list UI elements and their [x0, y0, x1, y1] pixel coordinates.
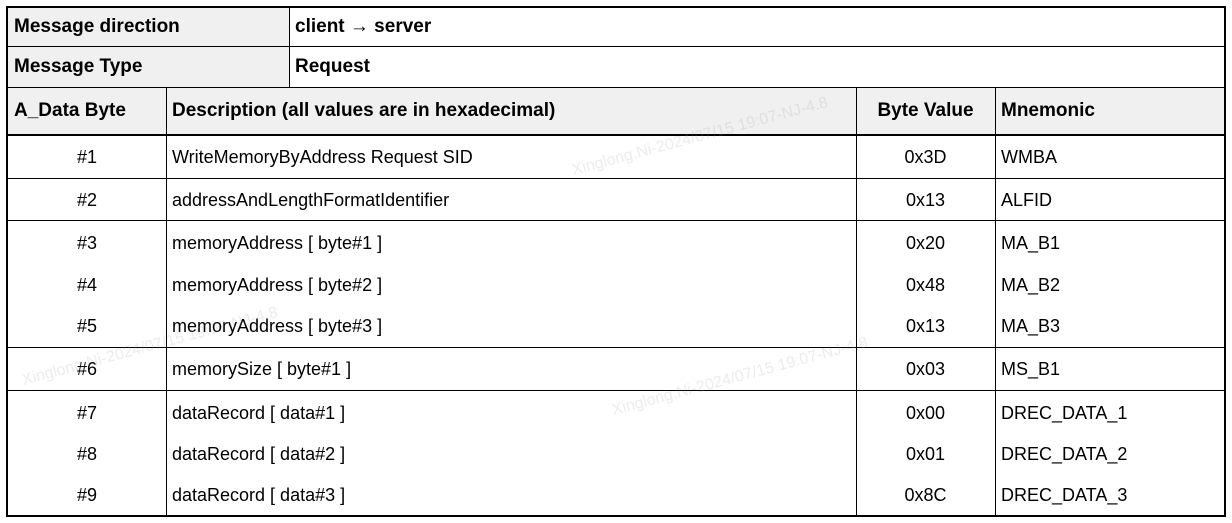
- table-row: #3 memoryAddress [ byte#1 ] 0x20 MA_B1: [8, 222, 1224, 264]
- description-cell: memoryAddress [ byte#3 ]: [172, 316, 383, 336]
- description-cell: dataRecord [ data#1 ]: [172, 402, 346, 423]
- col-header-description: Description (all values are in hexadecim…: [166, 88, 856, 134]
- mnemonic-cell: ALFID: [1001, 189, 1053, 210]
- description-cell: dataRecord [ data#2 ]: [172, 444, 346, 464]
- mnemonic-cell: MA_B1: [1001, 232, 1061, 253]
- byte-value-cell: 0x01: [905, 444, 946, 464]
- byte-value-cell: 0x20: [905, 232, 946, 253]
- message-type-row: Message Type Request: [8, 47, 1224, 87]
- column-header-row: A_Data Byte Description (all values are …: [8, 88, 1224, 134]
- table-row: #2 addressAndLengthFormatIdentifier 0x13 AL…: [8, 180, 1224, 220]
- col-header-byte: A_Data Byte: [8, 88, 166, 134]
- col-header-value: Byte Value: [856, 88, 995, 134]
- mnemonic-cell: DREC_DATA_2: [1001, 444, 1128, 464]
- message-direction-value: client → server: [295, 16, 432, 37]
- description-cell: dataRecord [ data#3 ]: [172, 484, 346, 505]
- table-row: #4 memoryAddress [ byte#2 ] 0x48 MA_B2: [8, 264, 1224, 306]
- table-row: #1 WriteMemoryByAddress Request SID 0x3D WM…: [8, 136, 1224, 178]
- message-type-label: Message Type: [8, 47, 289, 87]
- byte-value-cell: 0x8C: [904, 484, 947, 505]
- byte-cell: #4: [76, 274, 98, 295]
- byte-cell: #8: [76, 444, 98, 464]
- byte-cell: #9: [76, 484, 98, 505]
- description-cell: memoryAddress [ byte#1 ]: [172, 232, 383, 253]
- table-row: #8 dataRecord [ data#2 ] 0x01 DREC_DATA_2: [8, 434, 1224, 475]
- byte-cell: #5: [76, 316, 98, 336]
- mnemonic-cell: MA_B3: [1001, 316, 1061, 336]
- message-type-value: Request: [295, 56, 370, 77]
- byte-cell: #7: [76, 402, 98, 423]
- table-row: #6 memorySize [ byte#1 ] 0x03 MS_B1: [8, 349, 1224, 390]
- byte-value-cell: 0x00: [905, 402, 946, 423]
- mnemonic-cell: DREC_DATA_1: [1001, 402, 1128, 423]
- description-cell: WriteMemoryByAddress Request SID: [172, 146, 473, 167]
- mnemonic-cell: DREC_DATA_3: [1001, 484, 1128, 505]
- mnemonic-cell: MA_B2: [1001, 274, 1061, 295]
- mnemonic-cell: MS_B1: [1001, 359, 1061, 379]
- byte-value-cell: 0x03: [905, 359, 946, 379]
- description-cell: memorySize [ byte#1 ]: [172, 359, 352, 379]
- byte-cell: #6: [76, 359, 98, 379]
- byte-value-cell: 0x13: [905, 316, 946, 336]
- message-direction-label: Message direction: [8, 8, 289, 46]
- table-row: #5 memoryAddress [ byte#3 ] 0x13 MA_B3: [8, 306, 1224, 347]
- byte-cell: #3: [76, 232, 98, 253]
- message-table: Message direction client → server Messag…: [6, 6, 1226, 517]
- byte-cell: #1: [76, 146, 98, 167]
- table-row: #7 dataRecord [ data#1 ] 0x00 DREC_DATA_1: [8, 392, 1224, 434]
- message-direction-row: Message direction client → server: [8, 8, 1224, 46]
- byte-value-cell: 0x13: [905, 189, 946, 210]
- byte-value-cell: 0x48: [905, 274, 946, 295]
- byte-cell: #2: [76, 189, 98, 210]
- col-header-mnemonic: Mnemonic: [995, 88, 1224, 134]
- byte-value-cell: 0x3D: [904, 146, 947, 167]
- description-cell: addressAndLengthFormatIdentifier: [172, 189, 450, 210]
- table-row: #9 dataRecord [ data#3 ] 0x8C DREC_DATA_3: [8, 475, 1224, 515]
- mnemonic-cell: WMBA: [1001, 146, 1057, 167]
- description-cell: memoryAddress [ byte#2 ]: [172, 274, 383, 295]
